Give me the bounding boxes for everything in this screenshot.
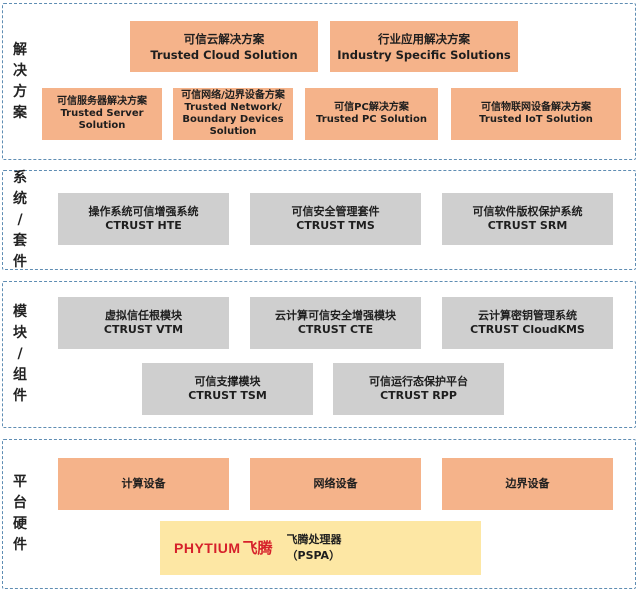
boundary-device-box: 边界设备 xyxy=(442,458,613,510)
box-en: Trusted Cloud Solution xyxy=(150,47,298,62)
modules-layer-label: 模 块 / 组 件 xyxy=(8,281,32,428)
box-cn: 可信服务器解决方案 xyxy=(57,96,147,107)
box-cn: 可信支撑模块 xyxy=(194,375,261,388)
box-en: CTRUST VTM xyxy=(103,323,184,336)
label-char: 件 xyxy=(13,537,27,553)
trusted-pc-solution-box: 可信PC解决方案 Trusted PC Solution xyxy=(305,88,438,140)
systems-layer-label: 系 统 / 套 件 xyxy=(8,170,32,270)
ctrust-cloudkms-box: 云计算密钥管理系统 CTRUST CloudKMS xyxy=(442,297,613,349)
modules-layer xyxy=(2,281,636,428)
box-cn: 云计算密钥管理系统 xyxy=(478,309,577,322)
box-cn: 计算设备 xyxy=(121,477,166,490)
trusted-server-solution-box: 可信服务器解决方案 Trusted Server Solution xyxy=(42,88,162,140)
network-device-box: 网络设备 xyxy=(250,458,421,510)
phytium-logo-text: PHYTIUM xyxy=(174,540,241,556)
label-char: 件 xyxy=(13,388,27,404)
box-en: Industry Specific Solutions xyxy=(337,47,511,62)
box-en: Trusted PC Solution xyxy=(316,114,427,125)
label-char: 组 xyxy=(13,367,27,383)
label-char: 块 xyxy=(13,325,27,341)
systems-layer xyxy=(2,170,636,270)
box-cn: 虚拟信任根模块 xyxy=(105,309,182,322)
box-cn: 可信PC解决方案 xyxy=(334,102,409,113)
ctrust-vtm-box: 虚拟信任根模块 CTRUST VTM xyxy=(58,297,229,349)
solutions-layer-label: 解 决 方 案 xyxy=(8,3,32,160)
computing-device-box: 计算设备 xyxy=(58,458,229,510)
label-char: 平 xyxy=(13,474,27,490)
ctrust-cte-box: 云计算可信安全增强模块 CTRUST CTE xyxy=(250,297,421,349)
box-en: Trusted Network/ Boundary Devices Soluti… xyxy=(182,102,284,137)
phytium-logo-cn: 飞腾 xyxy=(242,539,273,557)
ctrust-tsm-box: 可信支撑模块 CTRUST TSM xyxy=(142,363,313,415)
trusted-network-solution-box: 可信网络/边界设备方案 Trusted Network/ Boundary De… xyxy=(173,88,293,140)
label-char: 方 xyxy=(13,83,27,100)
label-char: 件 xyxy=(13,253,27,270)
box-en: CTRUST TSM xyxy=(188,389,267,402)
box-cn: 可信安全管理套件 xyxy=(291,205,380,218)
box-cn: 可信运行态保护平台 xyxy=(369,375,468,388)
platform-layer-label: 平 台 硬 件 xyxy=(8,439,32,589)
processor-label: 飞腾处理器 （PSPA） xyxy=(287,532,342,564)
trusted-cloud-solution-box: 可信云解决方案 Trusted Cloud Solution xyxy=(130,21,318,72)
industry-solutions-box: 行业应用解决方案 Industry Specific Solutions xyxy=(330,21,518,72)
label-char: 系 xyxy=(13,169,27,186)
solutions-layer xyxy=(2,3,636,160)
processor-cn: 飞腾处理器 xyxy=(286,533,342,546)
label-char: 台 xyxy=(13,495,27,511)
box-cn: 可信软件版权保护系统 xyxy=(472,205,583,218)
box-cn: 边界设备 xyxy=(505,477,550,490)
box-en: CTRUST CTE xyxy=(297,323,374,336)
box-cn: 网络设备 xyxy=(313,477,358,490)
label-char: 套 xyxy=(13,232,27,249)
trusted-iot-solution-box: 可信物联网设备解决方案 Trusted IoT Solution xyxy=(451,88,621,140)
box-cn: 云计算可信安全增强模块 xyxy=(275,309,396,322)
box-en: CTRUST HTE xyxy=(105,219,182,232)
ctrust-tms-box: 可信安全管理套件 CTRUST TMS xyxy=(250,193,421,245)
phytium-processor-box: PHYTIUM 飞腾 飞腾处理器 （PSPA） xyxy=(160,521,481,575)
box-cn: 可信物联网设备解决方案 xyxy=(481,102,591,113)
label-char: 决 xyxy=(13,62,27,79)
processor-en: （PSPA） xyxy=(286,549,341,562)
label-char: 解 xyxy=(13,41,27,58)
box-cn: 操作系统可信增强系统 xyxy=(88,205,199,218)
box-en: CTRUST TMS xyxy=(296,219,375,232)
box-en: CTRUST SRM xyxy=(487,219,568,232)
ctrust-hte-box: 操作系统可信增强系统 CTRUST HTE xyxy=(58,193,229,245)
box-en: Trusted Server Solution xyxy=(60,108,144,131)
box-en: Trusted IoT Solution xyxy=(479,114,593,125)
label-char: / xyxy=(17,211,23,228)
label-char: 案 xyxy=(13,104,27,121)
box-cn: 行业应用解决方案 xyxy=(378,31,470,46)
label-char: 硬 xyxy=(13,516,27,532)
ctrust-rpp-box: 可信运行态保护平台 CTRUST RPP xyxy=(333,363,504,415)
label-char: 模 xyxy=(13,304,27,320)
label-char: / xyxy=(17,346,23,362)
phytium-logo: PHYTIUM 飞腾 xyxy=(174,539,273,557)
box-en: CTRUST RPP xyxy=(380,389,457,402)
box-en: CTRUST CloudKMS xyxy=(470,323,585,336)
box-cn: 可信云解决方案 xyxy=(183,31,265,46)
label-char: 统 xyxy=(13,190,27,207)
ctrust-srm-box: 可信软件版权保护系统 CTRUST SRM xyxy=(442,193,613,245)
platform-layer xyxy=(2,439,636,589)
box-cn: 可信网络/边界设备方案 xyxy=(181,90,285,101)
